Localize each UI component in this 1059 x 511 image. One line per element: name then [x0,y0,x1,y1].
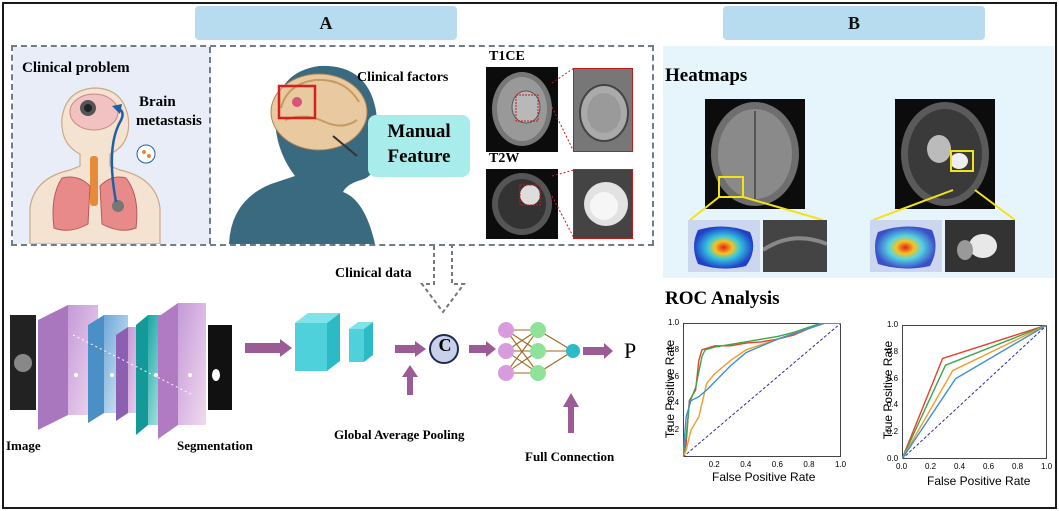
y-tick-label: 0.4 [668,398,680,408]
x-tick-label: 0.8 [1012,462,1024,471]
roc-chart-2 [902,325,1047,459]
heatmap-t2-mri-image [895,99,995,209]
full-connection-label: Full Connection [525,449,615,464]
y-tick-label: 0.6 [887,373,899,383]
roc-curve-1 [902,325,1047,459]
y-tick-label: 0.2 [668,425,680,435]
y-tick-label: 0.0 [887,454,899,463]
x-tick-label: 1.0 [835,460,847,469]
roc-curve-2 [902,325,1047,459]
roc-chart-2-ylabel: True Positive Rate [881,340,895,440]
x-tick-label: 0.0 [896,462,908,471]
heatmap-overlay-2 [870,220,942,272]
t2w-label: T2W [489,151,520,166]
y-tick-label: 0.4 [887,400,899,410]
roc-curve-2 [683,323,841,457]
roc-curve-3 [902,325,1047,459]
manual-feature-box [368,115,470,177]
clinical-panel-box [11,45,654,246]
x-tick-label: 1.0 [1041,462,1053,471]
roc-chart-2-xlabel: False Positive Rate [927,474,1031,488]
clinical-data-label: Clinical data [335,266,412,281]
manual-feature-label-2: Feature [387,146,451,167]
heatmaps-title: Heatmaps [665,65,748,86]
brain-metastasis-label-2: metastasis [136,113,202,129]
roc-curve-4 [902,325,1047,459]
y-tick-label: 0.2 [887,427,899,437]
image-label: Image [6,438,41,453]
clinical-problem-label: Clinical problem [22,60,130,76]
body-metastasis-illustration [29,87,161,244]
t1ce-label: T1CE [489,49,525,64]
head-silhouette-illustration [229,65,379,244]
x-tick-label: 0.8 [803,460,815,469]
roc-diagonal-line [902,325,1047,459]
x-tick-label: 0.2 [925,462,937,471]
cnn-architecture-diagram [10,303,613,439]
panel-b-tab: B [723,6,985,40]
y-tick-label: 1.0 [887,320,899,329]
roc-chart-1-xlabel: False Positive Rate [712,470,816,484]
y-tick-label: 0.8 [668,344,680,354]
heatmap-t1-mri-image [705,99,805,209]
roc-diagonal-line [683,323,841,457]
heatmap-zoom-1 [763,220,827,272]
roc-analysis-title: ROC Analysis [665,288,780,309]
heatmap-overlay-1 [688,220,760,272]
heatmap-connector-lines [689,189,1016,221]
manual-feature-label-1: Manual [387,121,451,142]
brain-metastasis-label-1: Brain [139,94,176,110]
y-tick-label: 0.8 [887,346,899,356]
global-average-pooling-label: Global Average Pooling [334,427,465,442]
y-tick-label: 1.0 [668,318,680,327]
panel-a-tab: A [195,6,457,40]
clinical-factors-label: Clinical factors [357,70,449,85]
t2w-zoom-image [573,169,633,239]
x-tick-label: 0.6 [983,462,995,471]
clinical-data-arrow [420,246,466,314]
t1ce-zoom-image [573,68,633,152]
t2w-mri-image [486,169,558,239]
roc-chart-1 [683,323,841,457]
t1ce-mri-image [486,67,558,152]
concat-symbol: C [438,335,452,355]
output-probability-symbol: P [624,338,637,363]
x-tick-label: 0.4 [954,462,966,471]
zoom-connector-lines [551,67,575,239]
x-tick-label: 0.6 [771,460,783,469]
roc-chart-1-ylabel: True Positive Rate [663,339,677,439]
heatmap-zoom-2 [945,220,1015,272]
segmentation-label: Segmentation [177,438,253,453]
x-tick-label: 0.4 [740,460,752,469]
roc-curve-4 [683,323,841,457]
x-tick-label: 0.2 [708,460,720,469]
y-tick-label: 0.6 [668,371,680,381]
